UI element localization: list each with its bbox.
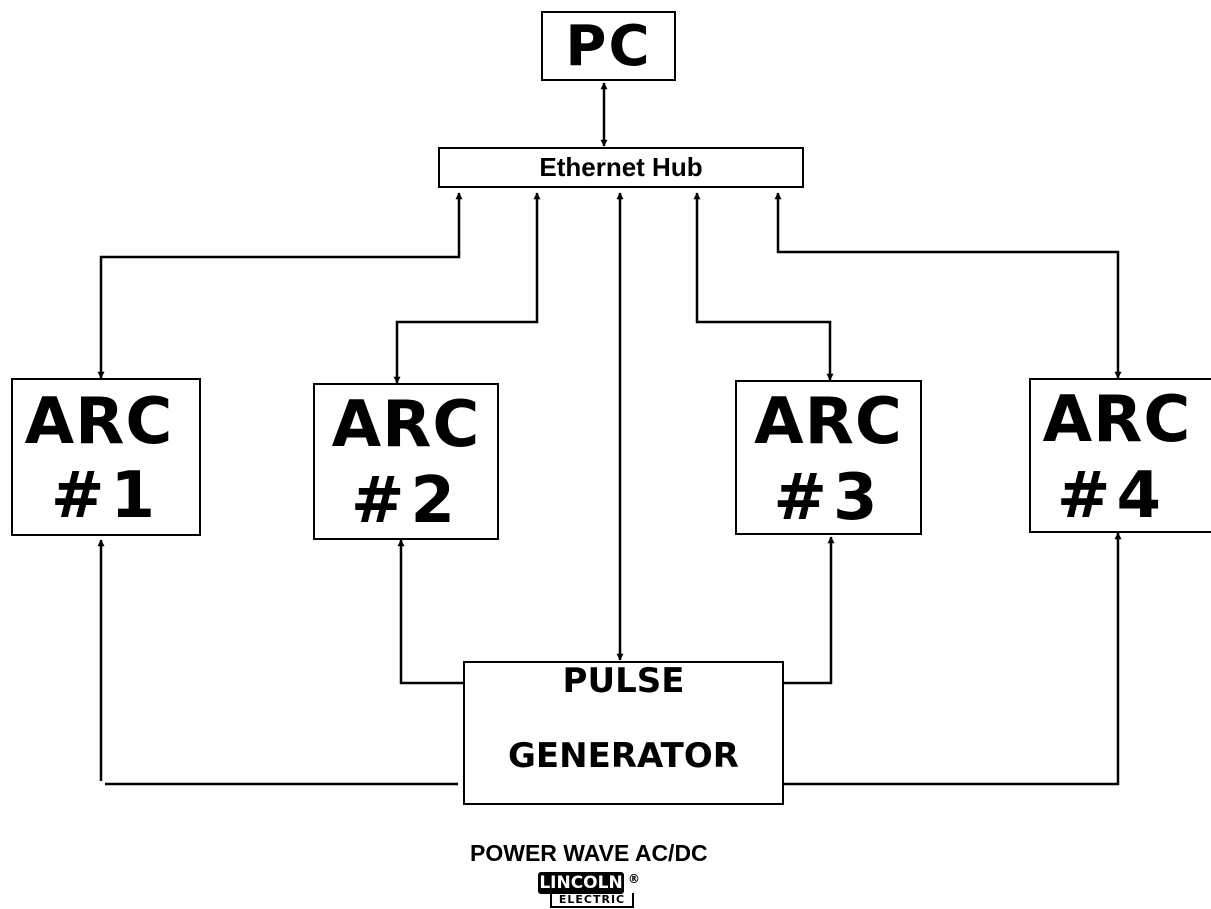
lincoln-electric-logo: LINCOLN ® ELECTRIC: [538, 872, 648, 909]
hub-arc2-link: [393, 192, 541, 384]
hub-arc4-link: [774, 192, 1122, 379]
hub-arc1-link: [97, 192, 463, 379]
arc-3-title: ARC: [754, 385, 903, 459]
arc-1-box: ARC #1: [11, 378, 201, 536]
pc-label: PC: [565, 14, 652, 79]
logo-lincoln-text: LINCOLN: [538, 872, 624, 894]
pulse-arc2-link: [397, 539, 463, 685]
pulse-generator-line2: GENERATOR: [508, 736, 739, 776]
logo-registered-mark: ®: [628, 872, 640, 886]
hub-arc3-link: [693, 192, 834, 381]
pc-box: PC: [541, 11, 676, 81]
arc-2-number: #2: [350, 464, 462, 538]
ethernet-hub-label: Ethernet Hub: [539, 152, 703, 182]
arc-2-box: ARC #2: [313, 383, 499, 540]
arc-1-title: ARC: [24, 385, 174, 459]
pulse-arc3-link: [784, 536, 835, 685]
arc-4-number: #4: [1056, 459, 1168, 533]
arc-2-title: ARC: [331, 388, 481, 462]
pulse-generator-line1: PULSE: [562, 661, 685, 701]
arc-4-box: ARC #4: [1029, 378, 1211, 533]
arc-1-number: #1: [50, 459, 162, 533]
arc-3-number: #3: [773, 461, 884, 535]
arc-4-title: ARC: [1042, 383, 1192, 457]
pulse-generator-box: PULSE GENERATOR: [463, 661, 784, 805]
arc-3-box: ARC #3: [735, 380, 922, 535]
product-title: POWER WAVE AC/DC: [470, 840, 708, 866]
ethernet-hub-box: Ethernet Hub: [438, 147, 804, 188]
pulse-arc4-link: [784, 532, 1122, 786]
logo-electric-text: ELECTRIC: [550, 893, 634, 908]
